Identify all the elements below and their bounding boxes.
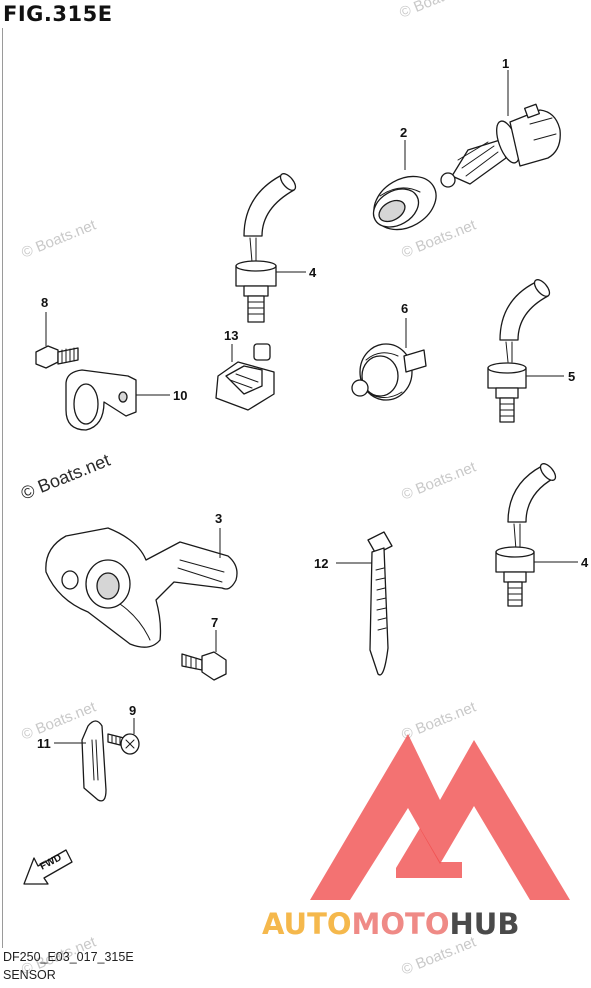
part-2-grommet: 2 xyxy=(372,125,437,231)
frame-border xyxy=(2,28,3,948)
part-11-strap: 11 xyxy=(37,720,107,802)
section-label: SENSOR xyxy=(3,968,56,982)
watermark: © Boats.net xyxy=(399,458,479,504)
callout-3: 3 xyxy=(215,511,222,526)
watermark: © Boats.net xyxy=(399,698,479,744)
part-7-bolt: 7 xyxy=(181,615,227,681)
callout-6: 6 xyxy=(401,301,408,316)
watermark: © Boats.net xyxy=(397,0,477,22)
callout-2: 2 xyxy=(400,125,407,140)
logo-inner-mark xyxy=(396,828,462,878)
logo-moto: MOTO xyxy=(352,907,450,941)
part-4-pressure-sensor-lower: 4 xyxy=(495,463,589,607)
part-4-pressure-sensor-upper: 4 xyxy=(235,173,317,323)
callout-8: 8 xyxy=(41,295,48,310)
part-12-cable-tie: 12 xyxy=(314,531,393,676)
part-6-knock-sensor: 6 xyxy=(351,301,427,401)
part-13-holder: 13 xyxy=(215,328,275,411)
figure-title: FIG.315E xyxy=(3,2,113,26)
fwd-arrow-icon: FWD xyxy=(23,849,73,885)
diagram-code: DF250_E03_017_315E xyxy=(3,950,134,964)
part-10-clamp: 10 xyxy=(65,369,187,431)
part-9-screw: 9 xyxy=(107,703,140,755)
callout-1: 1 xyxy=(502,56,509,71)
part-3-bracket-sensor: 3 xyxy=(45,511,238,648)
part-8-bolt: 8 xyxy=(35,295,79,369)
callout-10: 10 xyxy=(173,388,187,403)
callout-7: 7 xyxy=(211,615,218,630)
watermark-strong: © Boats.net xyxy=(18,450,113,504)
logo-hub: HUB xyxy=(450,907,520,941)
callout-11: 11 xyxy=(37,736,51,751)
watermark: © Boats.net xyxy=(19,216,99,262)
logo-triangle-icon xyxy=(310,734,570,900)
automotohub-logo: AUTOMOTOHUB xyxy=(262,734,570,941)
part-5-sensor: 5 xyxy=(487,279,575,423)
callout-9: 9 xyxy=(129,703,136,718)
callout-13: 13 xyxy=(224,328,238,343)
callout-4-lower: 4 xyxy=(581,555,589,570)
part-1-temperature-sensor: 1 xyxy=(440,56,561,188)
logo-wordmark: AUTOMOTOHUB xyxy=(262,907,519,941)
callout-12: 12 xyxy=(314,556,328,571)
callout-4-upper: 4 xyxy=(309,265,317,280)
logo-auto: AUTO xyxy=(262,907,352,941)
callout-5: 5 xyxy=(568,369,575,384)
watermarks: © Boats.net © Boats.net © Boats.net © Bo… xyxy=(18,0,479,979)
